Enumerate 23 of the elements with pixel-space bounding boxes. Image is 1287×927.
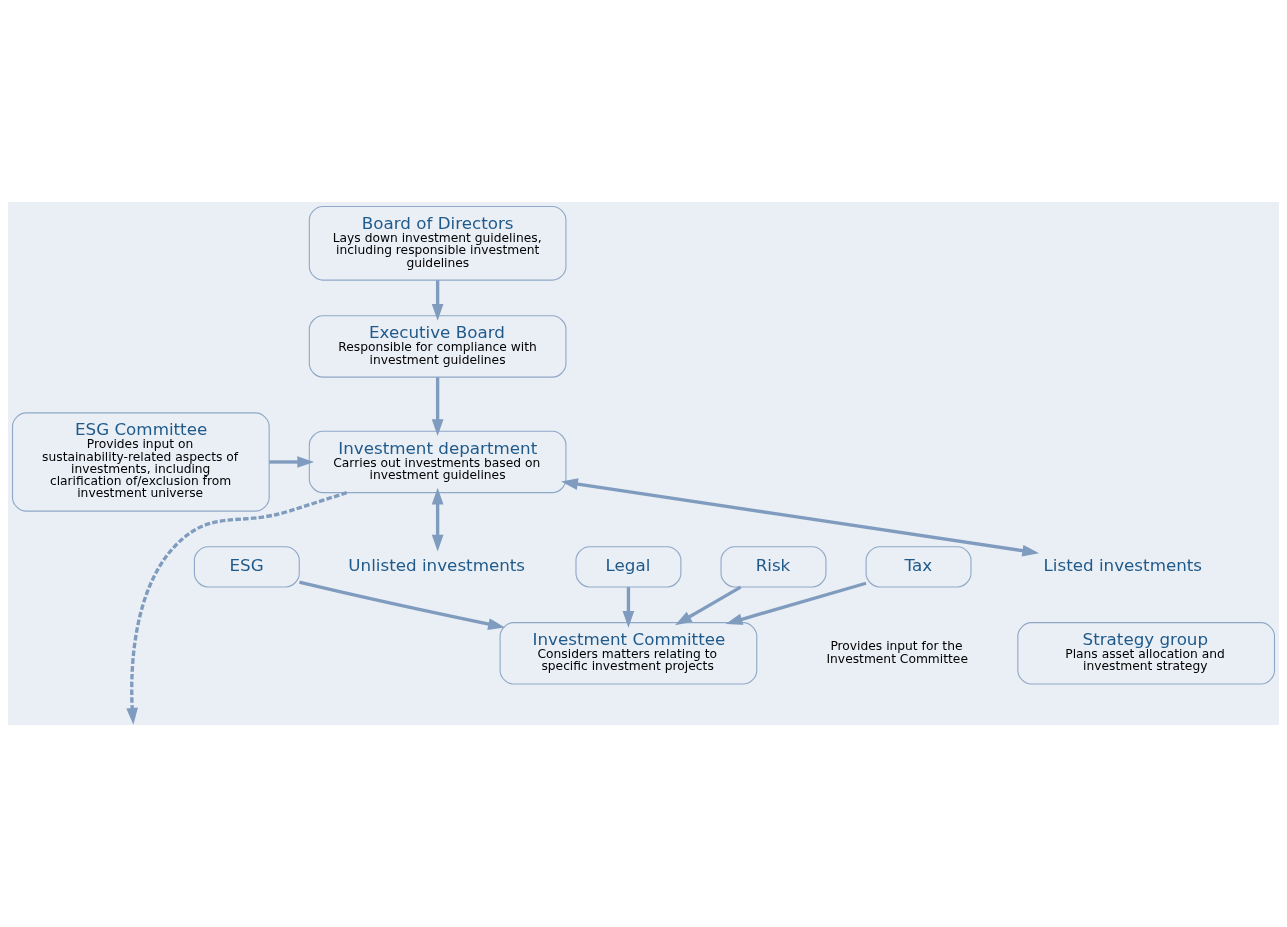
arrow [269,456,315,468]
arrow [725,581,867,625]
arrow [126,491,348,725]
node-box: Risk [720,546,827,588]
arrow [431,487,444,552]
node-box: Investment department Carries out investments based on investment guidelines [308,430,567,494]
node-box: Investment Committee Considers matters relating to specific investment projects [499,622,758,685]
node-box: ESG [193,546,300,588]
label: Provides input for the Investment Committee [826,638,968,667]
arrow [622,587,635,628]
arrow [299,580,505,630]
arrow [431,280,444,321]
node-box: Tax [865,546,972,588]
node-box: Strategy group Plans asset allocation and investment strategy [1017,622,1276,685]
arrow [675,585,742,626]
node-box: Legal [575,546,682,588]
node-text: Listed investments [1043,554,1203,575]
node-box: ESG Committee Provides input on sustainability-related aspects of investments, including clarification of/exclusion from investment universe [11,412,270,512]
arrow [431,377,444,436]
node-box: Board of Directors Lays down investment guidelines, including responsible investment guidelines [308,205,567,281]
node-box: Executive Board Responsible for compliance with investment guidelines [308,315,567,378]
node-text: Unlisted investments [348,554,526,575]
arrow [561,478,1040,557]
